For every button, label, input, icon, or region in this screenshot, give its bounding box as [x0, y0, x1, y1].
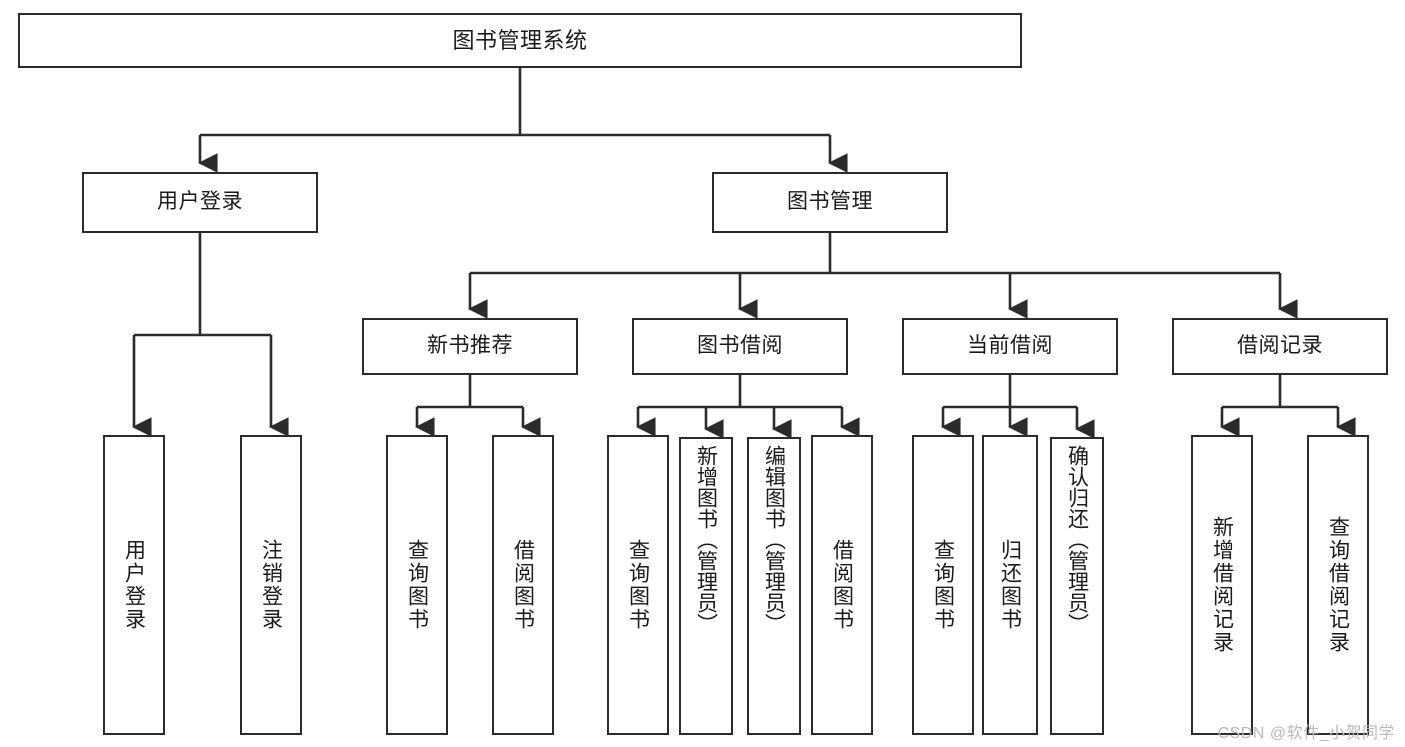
leaf-query-borrow-record[interactable]: 查询借阅记录 — [1307, 435, 1369, 735]
node-current-borrow[interactable]: 当前借阅 — [902, 318, 1118, 375]
leaf-query-book-borrow[interactable]: 查询图书 — [607, 435, 669, 735]
node-book-borrow[interactable]: 图书借阅 — [632, 318, 848, 375]
leaf-query-book-current[interactable]: 查询图书 — [912, 435, 974, 735]
node-label: 查询借阅记录 — [1326, 516, 1350, 654]
node-label: 新增借阅记录 — [1210, 516, 1234, 654]
node-label: 新书推荐 — [427, 334, 513, 358]
node-label: 查询图书 — [405, 539, 429, 631]
node-label: 编辑图书（管理员） — [762, 445, 786, 634]
leaf-borrow-book[interactable]: 借阅图书 — [811, 435, 873, 735]
leaf-add-book-admin[interactable]: 新增图书（管理员） — [679, 437, 733, 735]
node-label: 用户登录 — [157, 190, 243, 214]
node-borrow-record[interactable]: 借阅记录 — [1172, 318, 1388, 375]
node-user-login[interactable]: 用户登录 — [82, 172, 318, 233]
leaf-borrow-book-recommend[interactable]: 借阅图书 — [492, 435, 554, 735]
node-label: 用户登录 — [122, 539, 146, 631]
node-label: 当前借阅 — [967, 334, 1053, 358]
leaf-query-book-recommend[interactable]: 查询图书 — [386, 435, 448, 735]
node-label: 借阅图书 — [830, 539, 854, 631]
node-label: 注销登录 — [259, 539, 283, 631]
leaf-logout[interactable]: 注销登录 — [240, 435, 302, 735]
node-label: 新增图书（管理员） — [694, 445, 718, 634]
leaf-user-login[interactable]: 用户登录 — [103, 435, 165, 735]
node-label: 查询图书 — [931, 539, 955, 631]
node-label: 图书借阅 — [697, 334, 783, 358]
node-new-book-recommend[interactable]: 新书推荐 — [362, 318, 578, 375]
node-book-management[interactable]: 图书管理 — [712, 172, 948, 233]
leaf-confirm-return-admin[interactable]: 确认归还（管理员） — [1050, 437, 1104, 735]
node-root-book-management-system[interactable]: 图书管理系统 — [18, 13, 1022, 68]
node-label: 确认归还（管理员） — [1065, 445, 1089, 634]
csdn-watermark: CSDN @软件_小贺同学 — [1217, 725, 1395, 742]
node-label: 图书管理系统 — [452, 27, 588, 53]
node-label: 归还图书 — [998, 539, 1022, 631]
node-label: 借阅记录 — [1237, 334, 1323, 358]
node-label: 借阅图书 — [511, 539, 535, 631]
node-label: 图书管理 — [787, 190, 873, 214]
leaf-edit-book-admin[interactable]: 编辑图书（管理员） — [747, 437, 801, 735]
leaf-return-book[interactable]: 归还图书 — [982, 435, 1038, 735]
leaf-add-borrow-record[interactable]: 新增借阅记录 — [1191, 435, 1253, 735]
node-label: 查询图书 — [626, 539, 650, 631]
